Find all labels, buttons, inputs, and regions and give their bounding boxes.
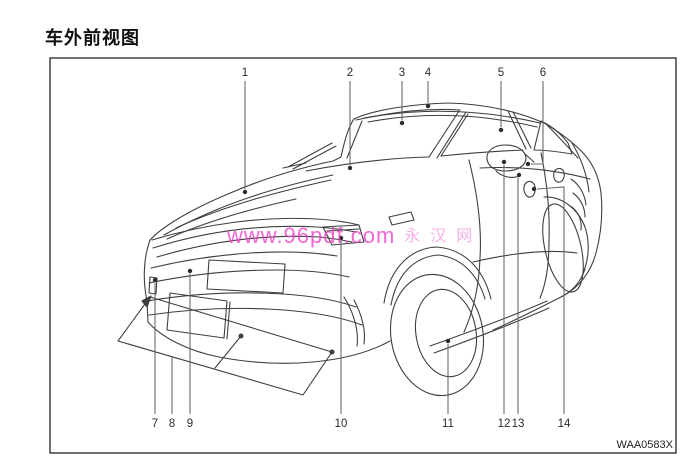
headlight (322, 224, 365, 246)
liftgate-edge (571, 142, 590, 193)
callout-number-front-wheel: 11 (442, 418, 454, 430)
roof-spoiler-edge (545, 123, 579, 159)
front-wheel-arch (383, 246, 492, 306)
callout-dot-front-grille (187, 268, 193, 274)
callout-dot-headlight (338, 235, 344, 241)
figure-frame (49, 57, 677, 454)
callout-number-front-door-window: 5 (498, 67, 504, 79)
hood-cut-line (163, 174, 334, 236)
callout-number-mirror-base: 13 (512, 418, 525, 430)
callout-line-6 (531, 81, 544, 165)
callout-number-roof: 4 (425, 67, 432, 79)
shoulder-line (479, 166, 591, 180)
callout-dot-front-wheel (445, 338, 451, 344)
callout-dot-front-door-window (498, 127, 504, 133)
callout-dot-outside-mirror (501, 159, 507, 165)
bumper-crease-2 (148, 307, 363, 326)
callout-dot-hood (242, 189, 248, 195)
grille-recess (206, 259, 286, 294)
hood-crease-2 (166, 198, 297, 240)
callout-dot-windshield-wiper (347, 165, 353, 171)
callout-dot-door-handle (531, 186, 537, 192)
callout-number-hood: 1 (242, 67, 248, 79)
front-door-seam (463, 159, 481, 333)
callout-number-outside-mirror: 12 (498, 418, 511, 430)
hood-leading-edge (151, 217, 360, 241)
quarter-window (533, 120, 573, 155)
callout-number-front-grille: 9 (187, 418, 193, 430)
splitter-arrowhead (141, 295, 152, 308)
rear-wheel-arch (543, 196, 589, 274)
front-door-handle (523, 180, 536, 198)
outside-mirror (486, 144, 535, 178)
hood-crease-1 (175, 179, 332, 229)
front-splitter-panel (117, 296, 333, 396)
rear-fender-flare (570, 178, 587, 231)
rear-door-handle (553, 167, 565, 183)
rear-door-seam (539, 152, 550, 299)
callout-number-headlight: 10 (335, 418, 348, 430)
front-splitter-fold (214, 335, 242, 369)
corner-reflector (148, 276, 158, 295)
callout-dot-front-door (525, 161, 531, 167)
grille-curve-2 (148, 269, 350, 284)
callout-number-front-corner-reflector: 7 (152, 418, 158, 430)
front-wheel-rim (414, 288, 478, 378)
fender-vent-trim (388, 211, 415, 226)
front-door-window (440, 110, 532, 157)
splitter-point-a (238, 333, 244, 339)
callout-number-windshield: 3 (399, 67, 405, 79)
figure-code: WAA0583X (616, 439, 673, 451)
callout-dot-mirror-base (516, 172, 522, 178)
door-crease (472, 250, 578, 263)
callout-number-front-door: 6 (540, 67, 546, 79)
roof-rail (363, 110, 541, 128)
car-body-outline (143, 102, 603, 331)
license-plate (166, 292, 231, 340)
grille-curve-1 (150, 251, 338, 269)
wiper-arm (282, 142, 337, 170)
callout-line-14 (536, 186, 565, 414)
cowl-line (305, 156, 430, 172)
rear-tire (542, 203, 584, 293)
callout-dot-roof (425, 103, 431, 109)
callout-number-front-lower-bumper: 8 (169, 418, 175, 430)
callout-number-door-handle: 14 (558, 418, 571, 430)
car-bumper-bottom (146, 300, 391, 364)
car-line-art (117, 102, 603, 397)
callout-number-windshield-wiper: 2 (347, 67, 353, 79)
bumper-crease-1 (146, 292, 357, 308)
splitter-point-b (329, 349, 335, 355)
a-pillar-far (428, 110, 467, 159)
page-title: 车外前视图 (45, 28, 140, 48)
callout-dot-front-corner-reflector (152, 277, 158, 283)
callout-dot-windshield (399, 120, 405, 126)
bumper-corner-intake (343, 296, 366, 347)
